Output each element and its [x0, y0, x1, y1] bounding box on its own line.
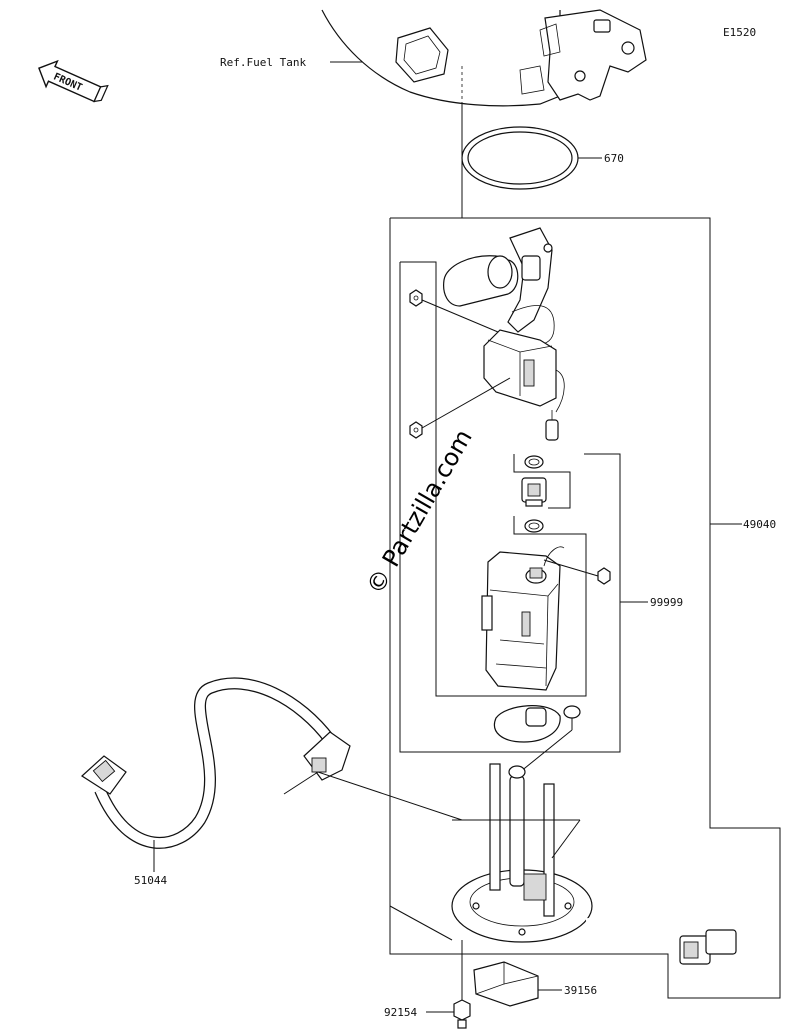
callout-51044: 51044 — [134, 874, 167, 887]
bolt-92154 — [453, 999, 471, 1029]
bracket-inner — [400, 261, 587, 697]
watermark: © Partzilla.com — [361, 425, 478, 599]
cover-39156 — [473, 961, 539, 1007]
o-ring-mid — [524, 519, 544, 533]
fuel-pump-top-assembly — [443, 227, 565, 441]
fuel-strainer — [493, 705, 561, 743]
gasket-670 — [461, 126, 579, 190]
callout-670: 670 — [604, 152, 624, 165]
diagram-code: E1520 — [723, 26, 756, 39]
o-ring-top — [524, 455, 544, 469]
callout-99999: 99999 — [650, 596, 683, 609]
screw-99999 — [597, 567, 611, 585]
bracket-49040 — [389, 217, 781, 999]
fuel-connector — [521, 477, 547, 507]
fuel-pump-body-99999 — [481, 546, 565, 691]
front-arrow-icon: FRONT — [38, 59, 109, 103]
callout-49040: 49040 — [743, 518, 776, 531]
nut-lower — [409, 421, 423, 439]
pump-flange-assembly — [451, 763, 593, 943]
fuel-tank-reference — [321, 9, 647, 107]
o-ring-small — [563, 705, 581, 719]
pump-wiring-harness — [585, 866, 765, 965]
callout-39156: 39156 — [564, 984, 597, 997]
fuel-hose-51044 — [81, 677, 351, 849]
ref-fuel-tank-label: Ref.Fuel Tank — [220, 56, 306, 69]
nut-upper — [409, 289, 423, 307]
callout-92154: 92154 — [384, 1006, 417, 1019]
